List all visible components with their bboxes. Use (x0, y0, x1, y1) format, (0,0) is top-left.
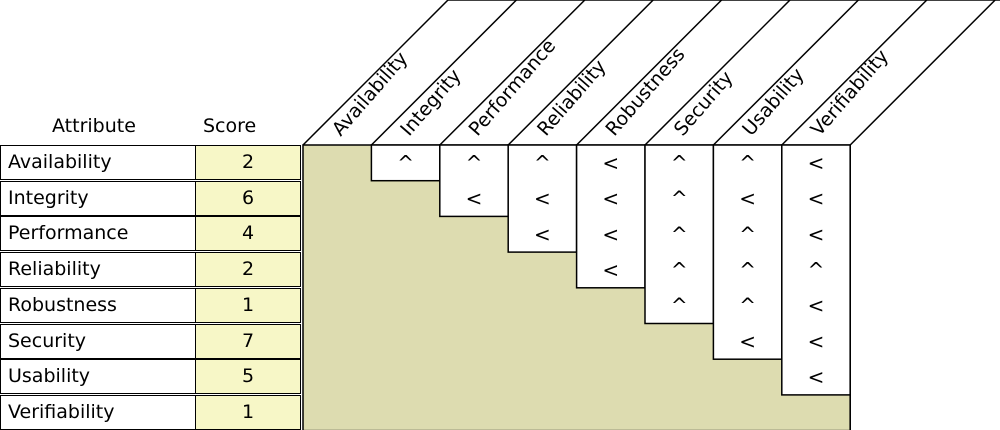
comparison-symbol: ^ (808, 258, 825, 282)
score-cell-performance: 4 (195, 216, 301, 252)
column-header-verifiability: Verifiability (807, 45, 893, 140)
row-label-robustness: Robustness (0, 287, 196, 323)
comparison-symbol: < (808, 365, 825, 389)
comparison-symbol: < (466, 187, 483, 211)
header-divider-line (302, 0, 449, 146)
comparison-symbol: ^ (671, 222, 688, 246)
score-cell-usability: 5 (195, 359, 301, 395)
comparison-symbol: < (602, 187, 619, 211)
header-divider-line (849, 0, 996, 146)
comparison-symbol: < (602, 222, 619, 246)
header-divider-line (644, 0, 791, 146)
comparison-symbol: < (808, 151, 825, 175)
score-cell-reliability: 2 (195, 252, 301, 288)
score-cell-availability: 2 (195, 145, 301, 180)
comparison-symbol: < (808, 294, 825, 318)
score-cell-verifiability: 1 (195, 394, 301, 430)
row-label-security: Security (0, 323, 196, 359)
matrix-column-verifiability (781, 144, 851, 396)
comparison-symbol: < (739, 187, 756, 211)
comparison-symbol: ^ (739, 151, 756, 175)
comparison-symbol: ^ (397, 151, 414, 175)
comparison-symbol: < (739, 329, 756, 353)
comparison-symbol: ^ (671, 187, 688, 211)
score-cell-security: 7 (195, 323, 301, 359)
matrix-column-usability (712, 144, 783, 360)
comparison-symbol: < (808, 187, 825, 211)
comparison-symbol: < (602, 258, 619, 282)
comparison-symbol: ^ (739, 258, 756, 282)
comparison-symbol: ^ (739, 222, 756, 246)
row-label-integrity: Integrity (0, 180, 196, 216)
column-header-reliability: Reliability (533, 56, 611, 141)
comparison-symbol: ^ (534, 151, 551, 175)
comparison-symbol: < (534, 222, 551, 246)
header-divider-line (439, 0, 586, 146)
row-label-performance: Performance (0, 216, 196, 252)
comparison-symbol: ^ (739, 294, 756, 318)
attribute-column-header: Attribute (52, 115, 136, 137)
matrix-column-robustness (575, 144, 646, 289)
header-divider-line (576, 0, 723, 146)
score-column-header: Score (203, 115, 257, 137)
matrix-column-reliability (507, 144, 578, 253)
comparison-symbol: ^ (671, 258, 688, 282)
header-divider-line (507, 0, 654, 146)
matrix-column-security (644, 144, 715, 325)
row-label-usability: Usability (0, 359, 196, 395)
matrix-column-performance (439, 144, 509, 218)
header-divider-line (781, 0, 928, 146)
matrix-column-integrity (370, 144, 441, 182)
comparison-symbol: ^ (671, 151, 688, 175)
score-cell-integrity: 6 (195, 180, 301, 216)
header-divider-line (370, 0, 517, 146)
comparison-symbol: ^ (466, 151, 483, 175)
row-label-reliability: Reliability (0, 252, 196, 288)
comparison-symbol: < (808, 222, 825, 246)
row-label-verifiability: Verifiability (0, 394, 196, 430)
score-cell-robustness: 1 (195, 287, 301, 323)
comparison-symbol: ^ (671, 294, 688, 318)
comparison-symbol: < (534, 187, 551, 211)
header-divider-line (712, 0, 859, 146)
column-header-security: Security (670, 67, 738, 140)
comparison-symbol: < (602, 151, 619, 175)
row-label-availability: Availability (0, 145, 196, 180)
comparison-symbol: < (808, 329, 825, 353)
